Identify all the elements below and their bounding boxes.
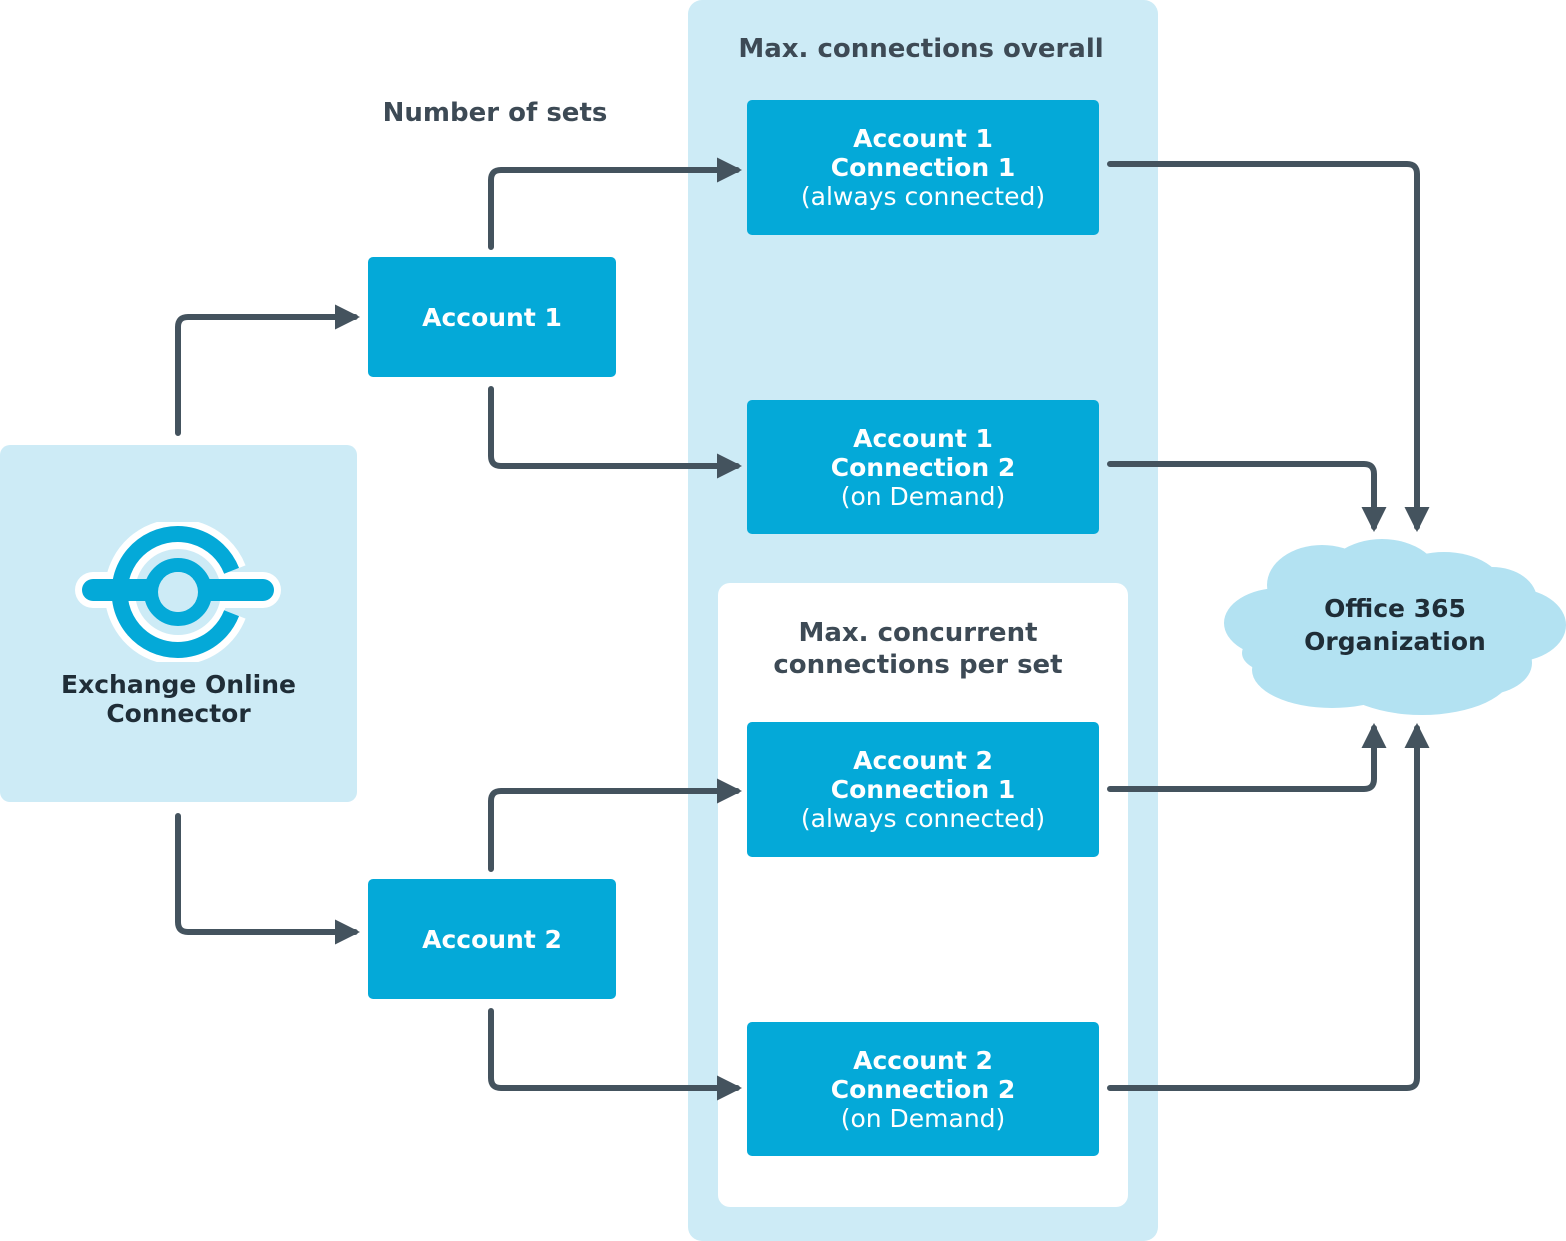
account-2-connection-1-box: Account 2 Connection 1 (always connected… <box>747 722 1099 857</box>
connection-number-line: Connection 2 <box>830 1074 1016 1104</box>
max-connections-overall-label: Max. connections overall <box>738 34 1104 64</box>
account-1-label: Account 1 <box>422 302 562 332</box>
cloud-label-line1: Office 365 <box>1324 594 1466 623</box>
arrow-account-1-to-conn-1 <box>488 157 743 250</box>
arrow-a2c1-to-cloud <box>1107 722 1387 792</box>
connector-label-line2: Connector <box>106 699 251 728</box>
account-1-box: Account 1 <box>368 257 616 377</box>
connection-number-line: Connection 2 <box>830 452 1016 482</box>
arrow-connector-to-account-2 <box>175 813 361 945</box>
connection-mode-line: (always connected) <box>800 804 1046 833</box>
account-1-connection-2-box: Account 1 Connection 2 (on Demand) <box>747 400 1099 534</box>
connection-account-line: Account 2 <box>853 746 993 775</box>
arrow-account-1-to-conn-2 <box>488 386 743 479</box>
connector-icon <box>75 522 281 662</box>
connection-number-line: Connection 1 <box>830 153 1016 182</box>
arrow-connector-to-account-1 <box>175 304 361 436</box>
connection-account-line: Account 2 <box>853 1045 993 1075</box>
account-2-label: Account 2 <box>422 924 562 954</box>
arrow-a1c2-to-cloud <box>1107 461 1387 533</box>
arrow-account-2-to-conn-1 <box>488 778 743 872</box>
connection-account-line: Account 1 <box>853 124 993 153</box>
max-concurrent-label: Max. concurrent connections per set <box>718 617 1118 681</box>
arrow-a1c1-to-cloud <box>1107 161 1430 533</box>
connection-mode-line: (on Demand) <box>840 481 1006 511</box>
number-of-sets-label: Number of sets <box>382 98 608 128</box>
cloud-icon <box>1224 539 1566 715</box>
connector-label: Exchange Online Connector <box>0 670 357 728</box>
arrow-account-2-to-conn-2 <box>488 1008 743 1101</box>
connection-mode-line: (on Demand) <box>840 1103 1006 1133</box>
account-1-connection-1-box: Account 1 Connection 1 (always connected… <box>747 100 1099 235</box>
connection-mode-line: (always connected) <box>800 182 1046 211</box>
connection-number-line: Connection 1 <box>830 775 1016 804</box>
cloud-label: Office 365 Organization <box>1245 592 1545 658</box>
connector-label-line1: Exchange Online <box>61 670 296 699</box>
account-2-box: Account 2 <box>368 879 616 999</box>
arrow-a2c2-to-cloud <box>1107 722 1430 1091</box>
account-2-connection-2-box: Account 2 Connection 2 (on Demand) <box>747 1022 1099 1156</box>
cloud-label-line2: Organization <box>1304 627 1486 656</box>
max-concurrent-label-line2: connections per set <box>773 650 1063 680</box>
max-concurrent-label-line1: Max. concurrent <box>798 618 1038 648</box>
connection-account-line: Account 1 <box>853 423 993 453</box>
